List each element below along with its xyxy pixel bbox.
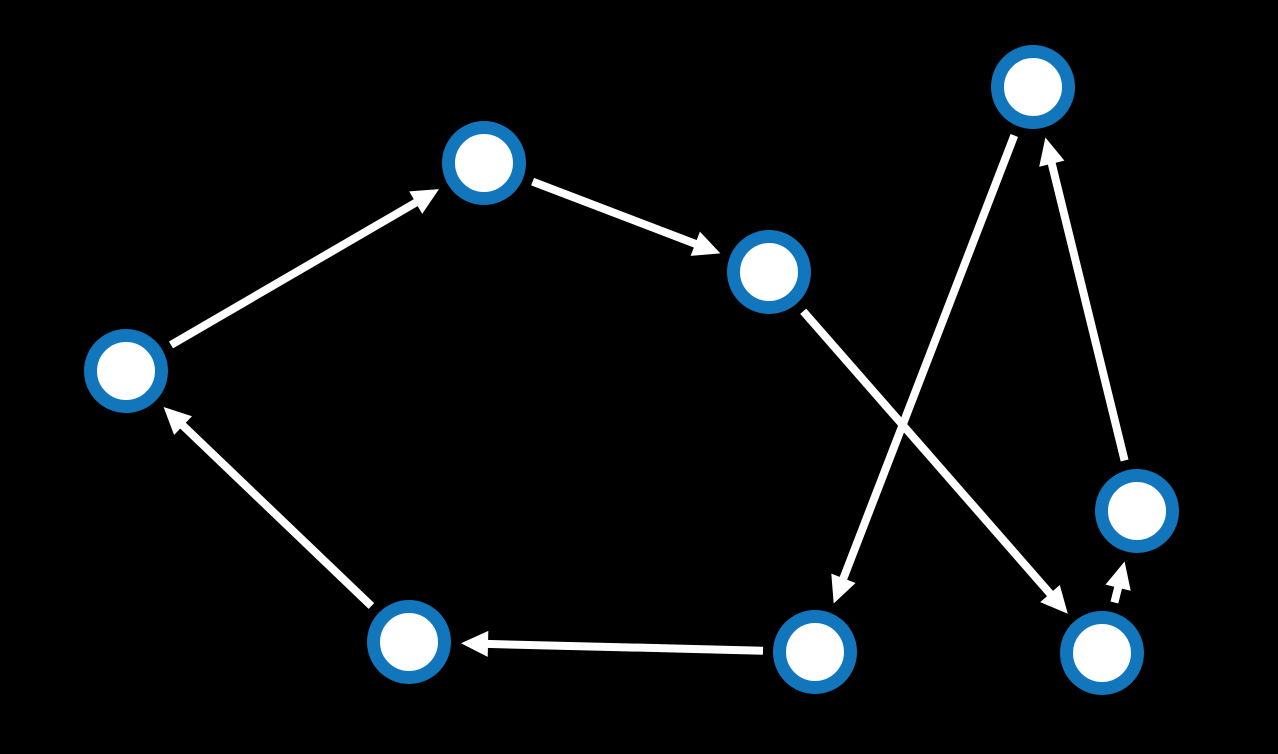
graph-edge-top-right--bottom-middle [831,134,1019,604]
arrowhead-icon [163,407,192,435]
arrowhead-icon [1040,585,1068,614]
arrowhead-icon [690,231,721,256]
arrowhead-icon [831,573,856,604]
edge-shaft [531,177,699,249]
graph-node-bottom-middle [773,610,857,694]
graph-node-bottom-left [367,600,451,684]
graph-edge-left--upper-middle [168,189,439,349]
graph-node-right [1095,469,1179,553]
edge-shaft [838,134,1019,582]
graph-edge-upper-middle--middle [531,177,721,256]
graph-node-bottom-right [1060,611,1144,695]
graph-edge-bottom-middle--bottom-left [461,630,764,657]
graph-node-top-right [991,45,1075,129]
edge-shaft [485,639,764,655]
arrowhead-icon [461,630,489,657]
arrowhead-icon [409,189,439,214]
edge-shaft [1110,584,1123,604]
arrowhead-icon [1039,137,1065,167]
edge-shaft [1047,160,1129,462]
graph-node-upper-middle [442,121,526,205]
edge-shaft [168,198,420,349]
edge-shaft [800,308,1055,598]
arrowhead-icon [1105,561,1131,591]
graph-edge-bottom-right--right [1105,561,1131,604]
graph-node-left [84,329,168,413]
graph-edge-bottom-left--left [163,407,375,609]
graph-edge-middle--bottom-right [800,308,1068,614]
edge-shaft [178,421,375,609]
graph-edge-right--top-right [1039,137,1129,462]
graph-node-middle [727,230,811,314]
